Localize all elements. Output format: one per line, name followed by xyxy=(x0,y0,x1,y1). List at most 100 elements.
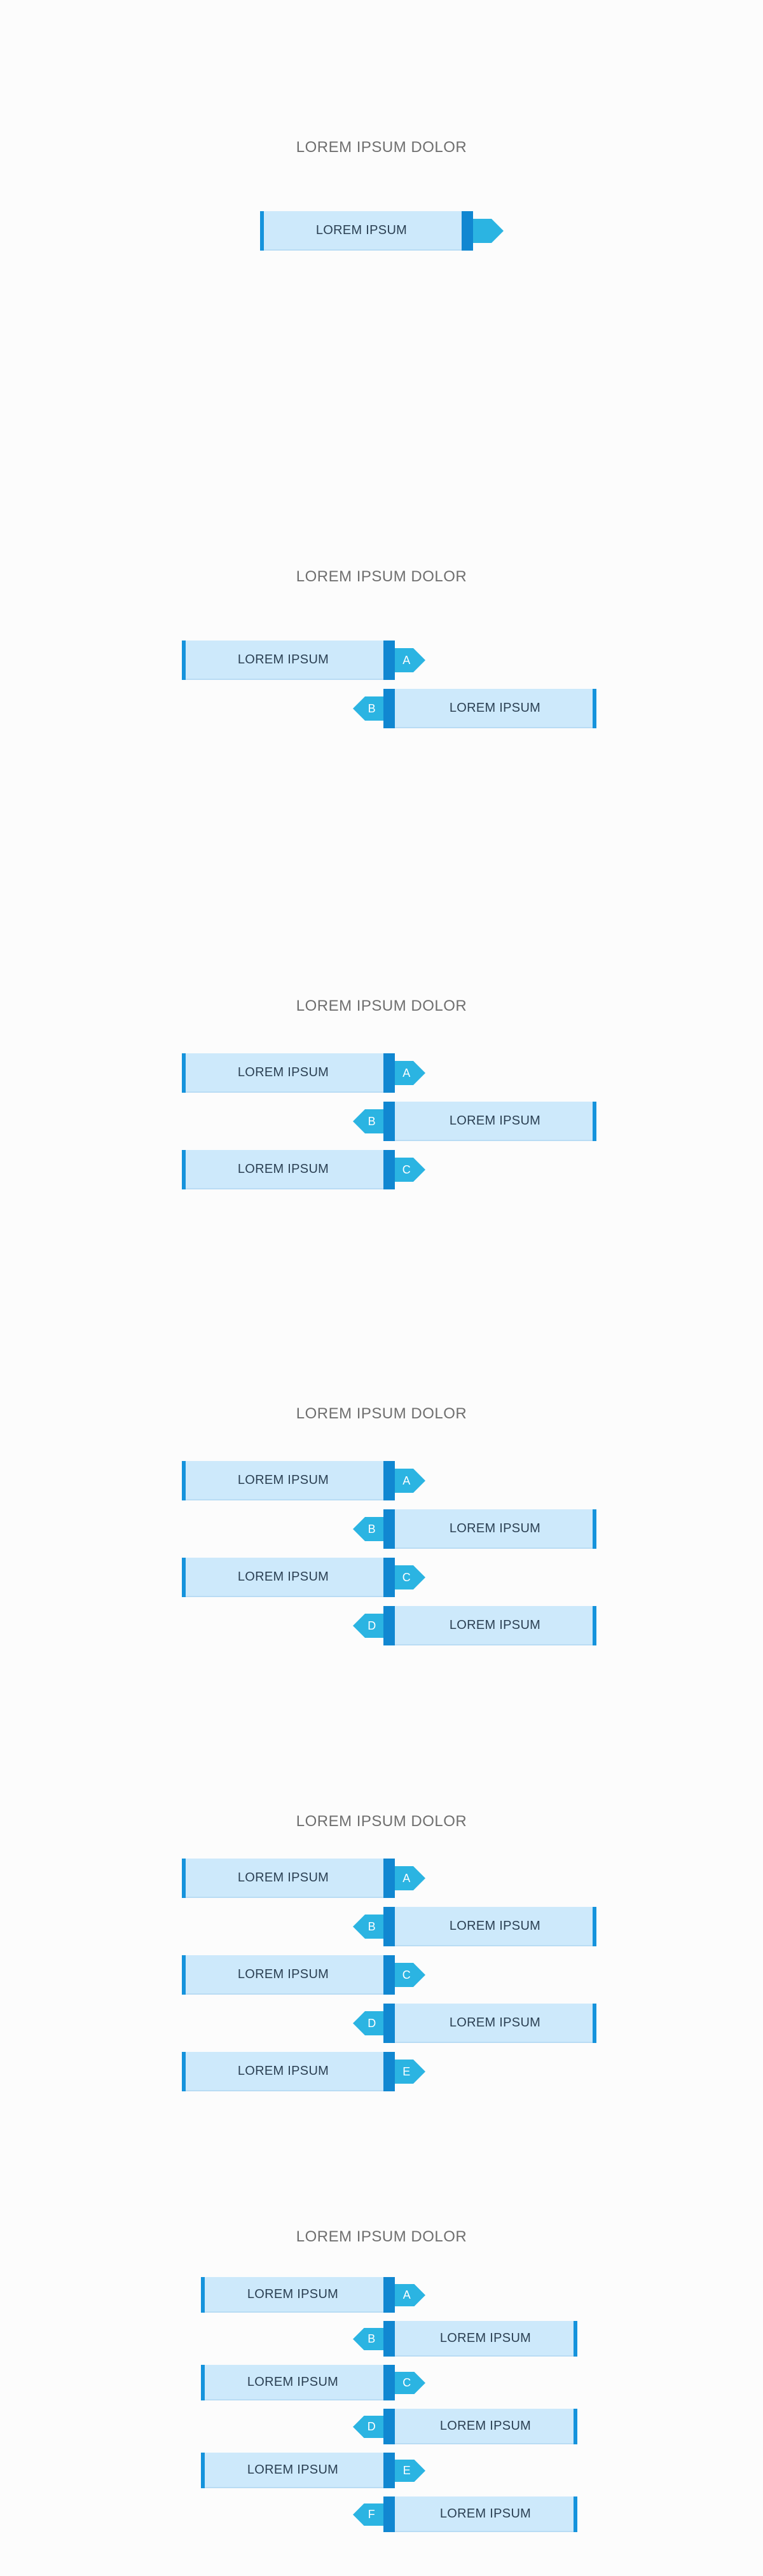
item-bar-cap xyxy=(593,1907,596,1946)
marker-arrow-shape xyxy=(353,2503,383,2526)
item-bar: LOREM IPSUM xyxy=(183,1461,383,1500)
step-marker-a: A xyxy=(395,2284,425,2306)
item-bar: LOREM IPSUM xyxy=(395,1606,595,1645)
item-bar: LOREM IPSUM xyxy=(395,1907,595,1946)
marker-arrow-shape xyxy=(353,1109,383,1133)
step-letter: E xyxy=(402,2464,411,2477)
item-bar: LOREM IPSUM xyxy=(183,1955,383,1995)
step-marker-c: C xyxy=(395,2372,425,2394)
item-bar: LOREM IPSUM xyxy=(183,1150,383,1189)
item-bar-cap xyxy=(182,1859,186,1898)
step-marker-c: C xyxy=(395,1565,425,1589)
spine-block xyxy=(383,1859,395,1898)
step-letter: C xyxy=(402,1968,411,1981)
step-marker-a: A xyxy=(395,1866,425,1890)
step-marker-b: B xyxy=(353,696,383,721)
step-letter: D xyxy=(367,2420,376,2433)
spine-block xyxy=(383,1150,395,1189)
spine-block xyxy=(383,1461,395,1500)
item-bar: LOREM IPSUM xyxy=(395,2004,595,2043)
step-letter: E xyxy=(402,2065,411,2078)
marker-arrow-shape xyxy=(395,2372,425,2394)
diagram-title: LOREM IPSUM DOLOR xyxy=(296,1813,467,1830)
spine-block xyxy=(383,1955,395,1995)
diagram-title: LOREM IPSUM DOLOR xyxy=(296,2228,467,2245)
step-marker-b: B xyxy=(353,2328,383,2350)
item-bar-cap xyxy=(201,2277,205,2313)
spine-block xyxy=(383,1606,395,1645)
step-letter: C xyxy=(402,1163,411,1176)
item-bar-cap xyxy=(182,1558,186,1597)
spine-block xyxy=(383,1907,395,1946)
marker-arrow-shape xyxy=(353,1614,383,1638)
diagram-title: LOREM IPSUM DOLOR xyxy=(296,568,467,585)
item-bar-cap xyxy=(182,1150,186,1189)
spine-block xyxy=(383,2453,395,2488)
item-bar-cap xyxy=(201,2365,205,2400)
marker-arrow-shape xyxy=(353,1915,383,1939)
item-bar: LOREM IPSUM xyxy=(202,2277,383,2313)
spine-block xyxy=(383,641,395,680)
step-marker-d: D xyxy=(353,1614,383,1638)
spine-block xyxy=(383,1053,395,1093)
step-letter: A xyxy=(402,2289,411,2301)
spine-block xyxy=(383,689,395,728)
spine-block xyxy=(383,2004,395,2043)
item-bar-cap xyxy=(593,1102,596,1141)
step-marker-b: B xyxy=(353,1109,383,1133)
item-bar-cap xyxy=(260,211,264,251)
item-bar: LOREM IPSUM xyxy=(202,2453,383,2488)
step-marker-a: A xyxy=(395,1061,425,1085)
marker-arrow-shape xyxy=(353,696,383,721)
step-marker-c: C xyxy=(395,1158,425,1182)
item-bar: LOREM IPSUM xyxy=(395,1509,595,1549)
step-marker-b: B xyxy=(353,1517,383,1541)
step-letter: F xyxy=(368,2508,375,2521)
item-bar: LOREM IPSUM xyxy=(395,1102,595,1141)
item-bar-cap xyxy=(182,1461,186,1500)
step-letter: A xyxy=(402,1474,411,1487)
item-bar-cap xyxy=(182,1053,186,1093)
marker-arrow-shape xyxy=(395,1963,425,1987)
step-letter: B xyxy=(368,702,376,715)
marker-arrow-shape xyxy=(353,2328,383,2350)
item-bar-cap xyxy=(593,1509,596,1549)
step-letter: C xyxy=(402,1570,411,1584)
spine-block xyxy=(383,2052,395,2091)
item-bar: LOREM IPSUM xyxy=(183,1558,383,1597)
step-marker-b: B xyxy=(353,1915,383,1939)
marker-arrow-shape xyxy=(353,2011,383,2035)
item-bar-cap xyxy=(201,2453,205,2488)
item-bar-cap xyxy=(593,689,596,728)
marker-arrow-shape xyxy=(395,648,425,672)
step-letter: A xyxy=(402,653,411,667)
marker-arrow-shape xyxy=(395,1061,425,1085)
spine-block xyxy=(383,2496,395,2532)
item-bar: LOREM IPSUM xyxy=(183,2052,383,2091)
diagram-title: LOREM IPSUM DOLOR xyxy=(296,997,467,1014)
item-bar: LOREM IPSUM xyxy=(261,211,462,251)
item-bar: LOREM IPSUM xyxy=(183,1859,383,1898)
marker-arrow-shape xyxy=(395,1866,425,1890)
item-bar: LOREM IPSUM xyxy=(395,689,595,728)
spine-block xyxy=(383,1102,395,1141)
diagram-title: LOREM IPSUM DOLOR xyxy=(296,139,467,156)
marker-arrow-shape xyxy=(395,2460,425,2482)
item-bar-cap xyxy=(182,1955,186,1995)
step-marker-e: E xyxy=(395,2060,425,2084)
step-marker-a: A xyxy=(395,648,425,672)
spine-block xyxy=(383,2409,395,2444)
step-marker-arrow xyxy=(473,219,504,243)
item-bar-cap xyxy=(593,2004,596,2043)
item-bar: LOREM IPSUM xyxy=(395,2321,576,2357)
step-letter: C xyxy=(402,2376,411,2389)
step-marker-d: D xyxy=(353,2416,383,2438)
step-marker-f: F xyxy=(353,2503,383,2526)
step-letter: A xyxy=(402,1066,411,1079)
marker-arrow-shape xyxy=(395,1469,425,1493)
step-letter: A xyxy=(402,1871,411,1885)
item-bar-cap xyxy=(574,2321,577,2357)
step-letter: B xyxy=(368,1920,376,1933)
step-letter: D xyxy=(368,2016,376,2030)
step-letter: D xyxy=(368,1619,376,1632)
